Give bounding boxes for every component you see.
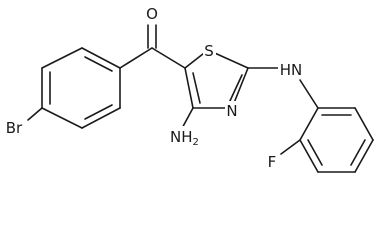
molecule-structure: O S N NH2 HN Br F [2,4,374,173]
carbonyl-group [119,24,186,69]
nitrogen-label: N [225,101,239,120]
svg-text:HN: HN [280,61,303,79]
svg-text:S: S [204,42,214,60]
svg-text:Br: Br [6,119,23,137]
oxygen-label: O [145,4,159,23]
fluorine-label: F [266,152,279,171]
svg-text:NH2: NH2 [170,128,199,148]
c-f-bond [280,139,301,155]
bromine-label: Br [2,118,26,137]
bridge-amine-label: HN [278,60,304,79]
bromophenyl-ring [41,47,121,129]
svg-text:O: O [146,5,158,23]
fluorophenyl-ring [299,107,374,173]
svg-text:F: F [268,153,277,171]
amino-label: NH2 [163,126,199,148]
bridge-bonds [247,67,319,109]
svg-text:N: N [226,102,237,120]
thiazole-ring [184,49,249,109]
c-br-bond [27,107,43,121]
sulfur-label: S [203,41,216,60]
